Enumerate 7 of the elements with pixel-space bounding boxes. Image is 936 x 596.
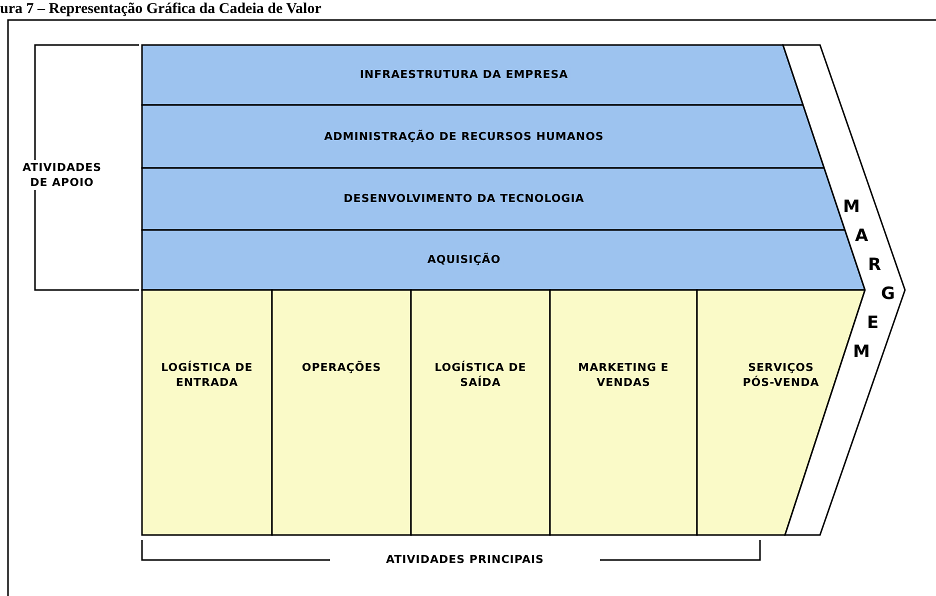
activity-label: MARKETING E VENDAS [577,360,670,390]
margin-label: MARGEM [843,196,896,364]
activity-label: OPERAÇÕES [300,360,382,375]
activity-label: SERVIÇOS PÓS-VENDA [742,360,820,390]
figure-title: ura 7 – Representação Gráfica da Cadeia de Valor [0,1,322,18]
activity-label: LOGÍSTICA DE SAÍDA [434,360,528,390]
activity-label: LOGÍSTICA DE ENTRADA [160,360,254,390]
